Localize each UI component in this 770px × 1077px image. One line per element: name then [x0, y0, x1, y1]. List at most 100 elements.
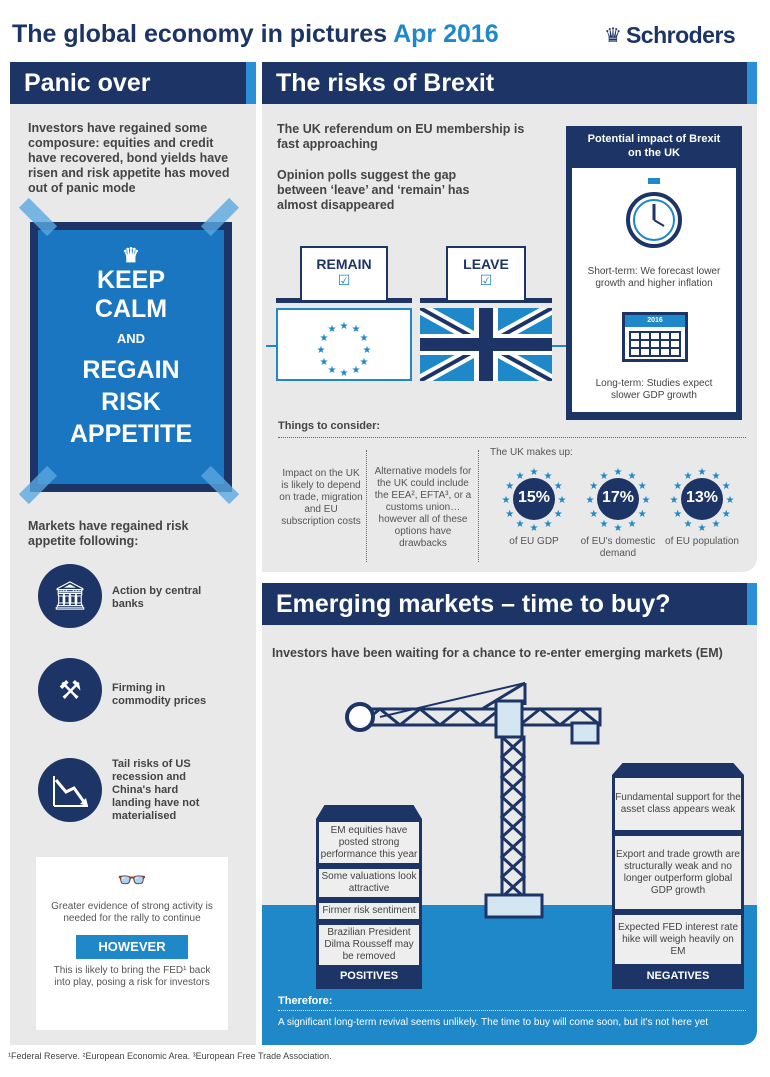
page-title: The global economy in pictures Apr 2016	[12, 20, 499, 49]
svg-text:★: ★	[516, 519, 525, 530]
svg-text:★: ★	[516, 471, 525, 482]
note-box: 👓 Greater evidence of strong activity is…	[36, 857, 228, 1030]
union-jack-icon	[417, 302, 555, 387]
uk-stat: ★★★★★★★★★★★★ 15% of EU GDP	[496, 462, 572, 562]
negative-item: Export and trade growth are structurally…	[612, 833, 744, 912]
svg-text:★: ★	[684, 519, 693, 530]
svg-text:★: ★	[673, 509, 682, 520]
crest-icon: ♛	[604, 25, 622, 47]
svg-text:★: ★	[684, 471, 693, 482]
eu-stars-icon: ★★★★★★★★★★★★	[586, 467, 651, 534]
impact-inner: Short-term: We forecast lower growth and…	[572, 168, 736, 412]
therefore-label: Therefore:	[278, 995, 333, 1007]
poster-line: REGAIN	[82, 356, 180, 384]
positives-roof	[316, 805, 422, 819]
remain-label: REMAIN	[316, 256, 372, 272]
title-text: The global economy in pictures	[12, 20, 388, 48]
svg-text:★: ★	[352, 365, 361, 376]
svg-text:★: ★	[505, 481, 514, 492]
impact-title: Potential impact of Brexit on the UK	[587, 133, 721, 159]
section-header-brexit: The risks of Brexit	[262, 62, 757, 104]
divider	[366, 450, 367, 562]
svg-text:★: ★	[317, 345, 326, 356]
stat-label: of EU population	[665, 536, 739, 547]
svg-text:★: ★	[722, 481, 731, 492]
svg-text:★: ★	[505, 509, 514, 520]
item-label: Firming in commodity prices	[112, 682, 207, 707]
poster-line: AND	[116, 331, 146, 346]
positives-label: POSITIVES	[339, 970, 399, 982]
svg-text:★: ★	[530, 467, 539, 478]
svg-text:★: ★	[363, 345, 372, 356]
declining-chart-icon	[38, 758, 102, 822]
svg-text:★: ★	[320, 357, 329, 368]
remain-ballot: REMAIN☑	[300, 246, 388, 302]
svg-text:★: ★	[554, 481, 563, 492]
svg-text:★: ★	[712, 471, 721, 482]
divider	[478, 450, 479, 562]
stat-value: 17%	[601, 489, 635, 506]
svg-text:★: ★	[530, 523, 539, 534]
positive-item: Firmer risk sentiment	[316, 900, 422, 922]
date-text: Apr 2016	[393, 20, 499, 48]
svg-text:★: ★	[638, 481, 647, 492]
positive-item: EM equities have posted strong performan…	[316, 819, 422, 866]
negative-item: Fundamental support for the asset class …	[612, 775, 744, 833]
svg-text:★: ★	[558, 495, 567, 506]
eu-stars-icon: ★★★★★★★★★★★★	[317, 321, 372, 379]
svg-text:★: ★	[502, 495, 511, 506]
note-text: Greater evidence of strong activity is n…	[51, 901, 213, 924]
impact-box: Potential impact of Brexit on the UK Sho…	[566, 126, 742, 420]
em-intro: Investors have been waiting for a chance…	[272, 646, 723, 660]
crane-illustration	[345, 681, 602, 919]
binoculars-icon: 👓	[117, 867, 147, 894]
svg-text:★: ★	[642, 495, 651, 506]
svg-text:★: ★	[600, 519, 609, 530]
svg-text:★: ★	[614, 467, 623, 478]
anvil-icon: ⚒	[38, 658, 102, 722]
consider-2: Alternative models for the UK could incl…	[374, 466, 472, 549]
consider-1: Impact on the UK is likely to depend on …	[279, 468, 363, 527]
check-icon: ☑	[479, 272, 493, 288]
section-title: Emerging markets – time to buy?	[276, 590, 671, 618]
svg-text:★: ★	[589, 509, 598, 520]
svg-text:★: ★	[544, 519, 553, 530]
eu-ballot-box: ★★★★★★★★★★★★	[276, 308, 412, 381]
svg-text:★: ★	[628, 471, 637, 482]
item-label: Action by central banks	[112, 585, 202, 610]
negative-item: Expected FED interest rate hike will wei…	[612, 912, 744, 967]
section-title: The risks of Brexit	[276, 69, 495, 97]
keep-calm-poster: ♛ KEEP CALM AND REGAIN RISK APPETITE	[30, 222, 232, 492]
svg-text:★: ★	[360, 333, 369, 344]
connector-line	[552, 345, 566, 347]
svg-text:★: ★	[670, 495, 679, 506]
divider	[278, 1010, 746, 1011]
svg-text:★: ★	[544, 471, 553, 482]
svg-text:★: ★	[722, 509, 731, 520]
note-after: This is likely to bring the FED¹ back in…	[53, 965, 211, 988]
poster-line: RISK	[101, 388, 161, 416]
brexit-p2: Opinion polls suggest the gap between ‘l…	[277, 168, 470, 212]
svg-text:★: ★	[340, 368, 349, 379]
svg-text:★: ★	[352, 324, 361, 335]
uk-stat: ★★★★★★★★★★★★ 13% of EU population	[664, 462, 740, 562]
stopwatch-icon	[626, 178, 682, 248]
poster-line: KEEP	[96, 266, 166, 294]
section-header-panic: Panic over	[10, 62, 256, 104]
negatives-label: NEGATIVES	[646, 970, 710, 982]
stat-value: 15%	[517, 489, 551, 506]
svg-text:★: ★	[614, 523, 623, 534]
leave-label: LEAVE	[463, 256, 509, 272]
conclusion-text: A significant long-term revival seems un…	[278, 1017, 709, 1028]
svg-text:★: ★	[698, 467, 707, 478]
divider	[278, 437, 746, 438]
svg-text:★: ★	[628, 519, 637, 530]
svg-text:★: ★	[726, 495, 735, 506]
positive-item: Some valuations look attractive	[316, 866, 422, 900]
poster-line: APPETITE	[69, 420, 193, 448]
logo-text: Schroders	[625, 22, 736, 48]
svg-text:★: ★	[360, 357, 369, 368]
negatives-roof	[612, 763, 744, 775]
crown-icon: ♛	[122, 245, 140, 267]
positive-item: Brazilian President Dilma Rousseff may b…	[316, 922, 422, 968]
